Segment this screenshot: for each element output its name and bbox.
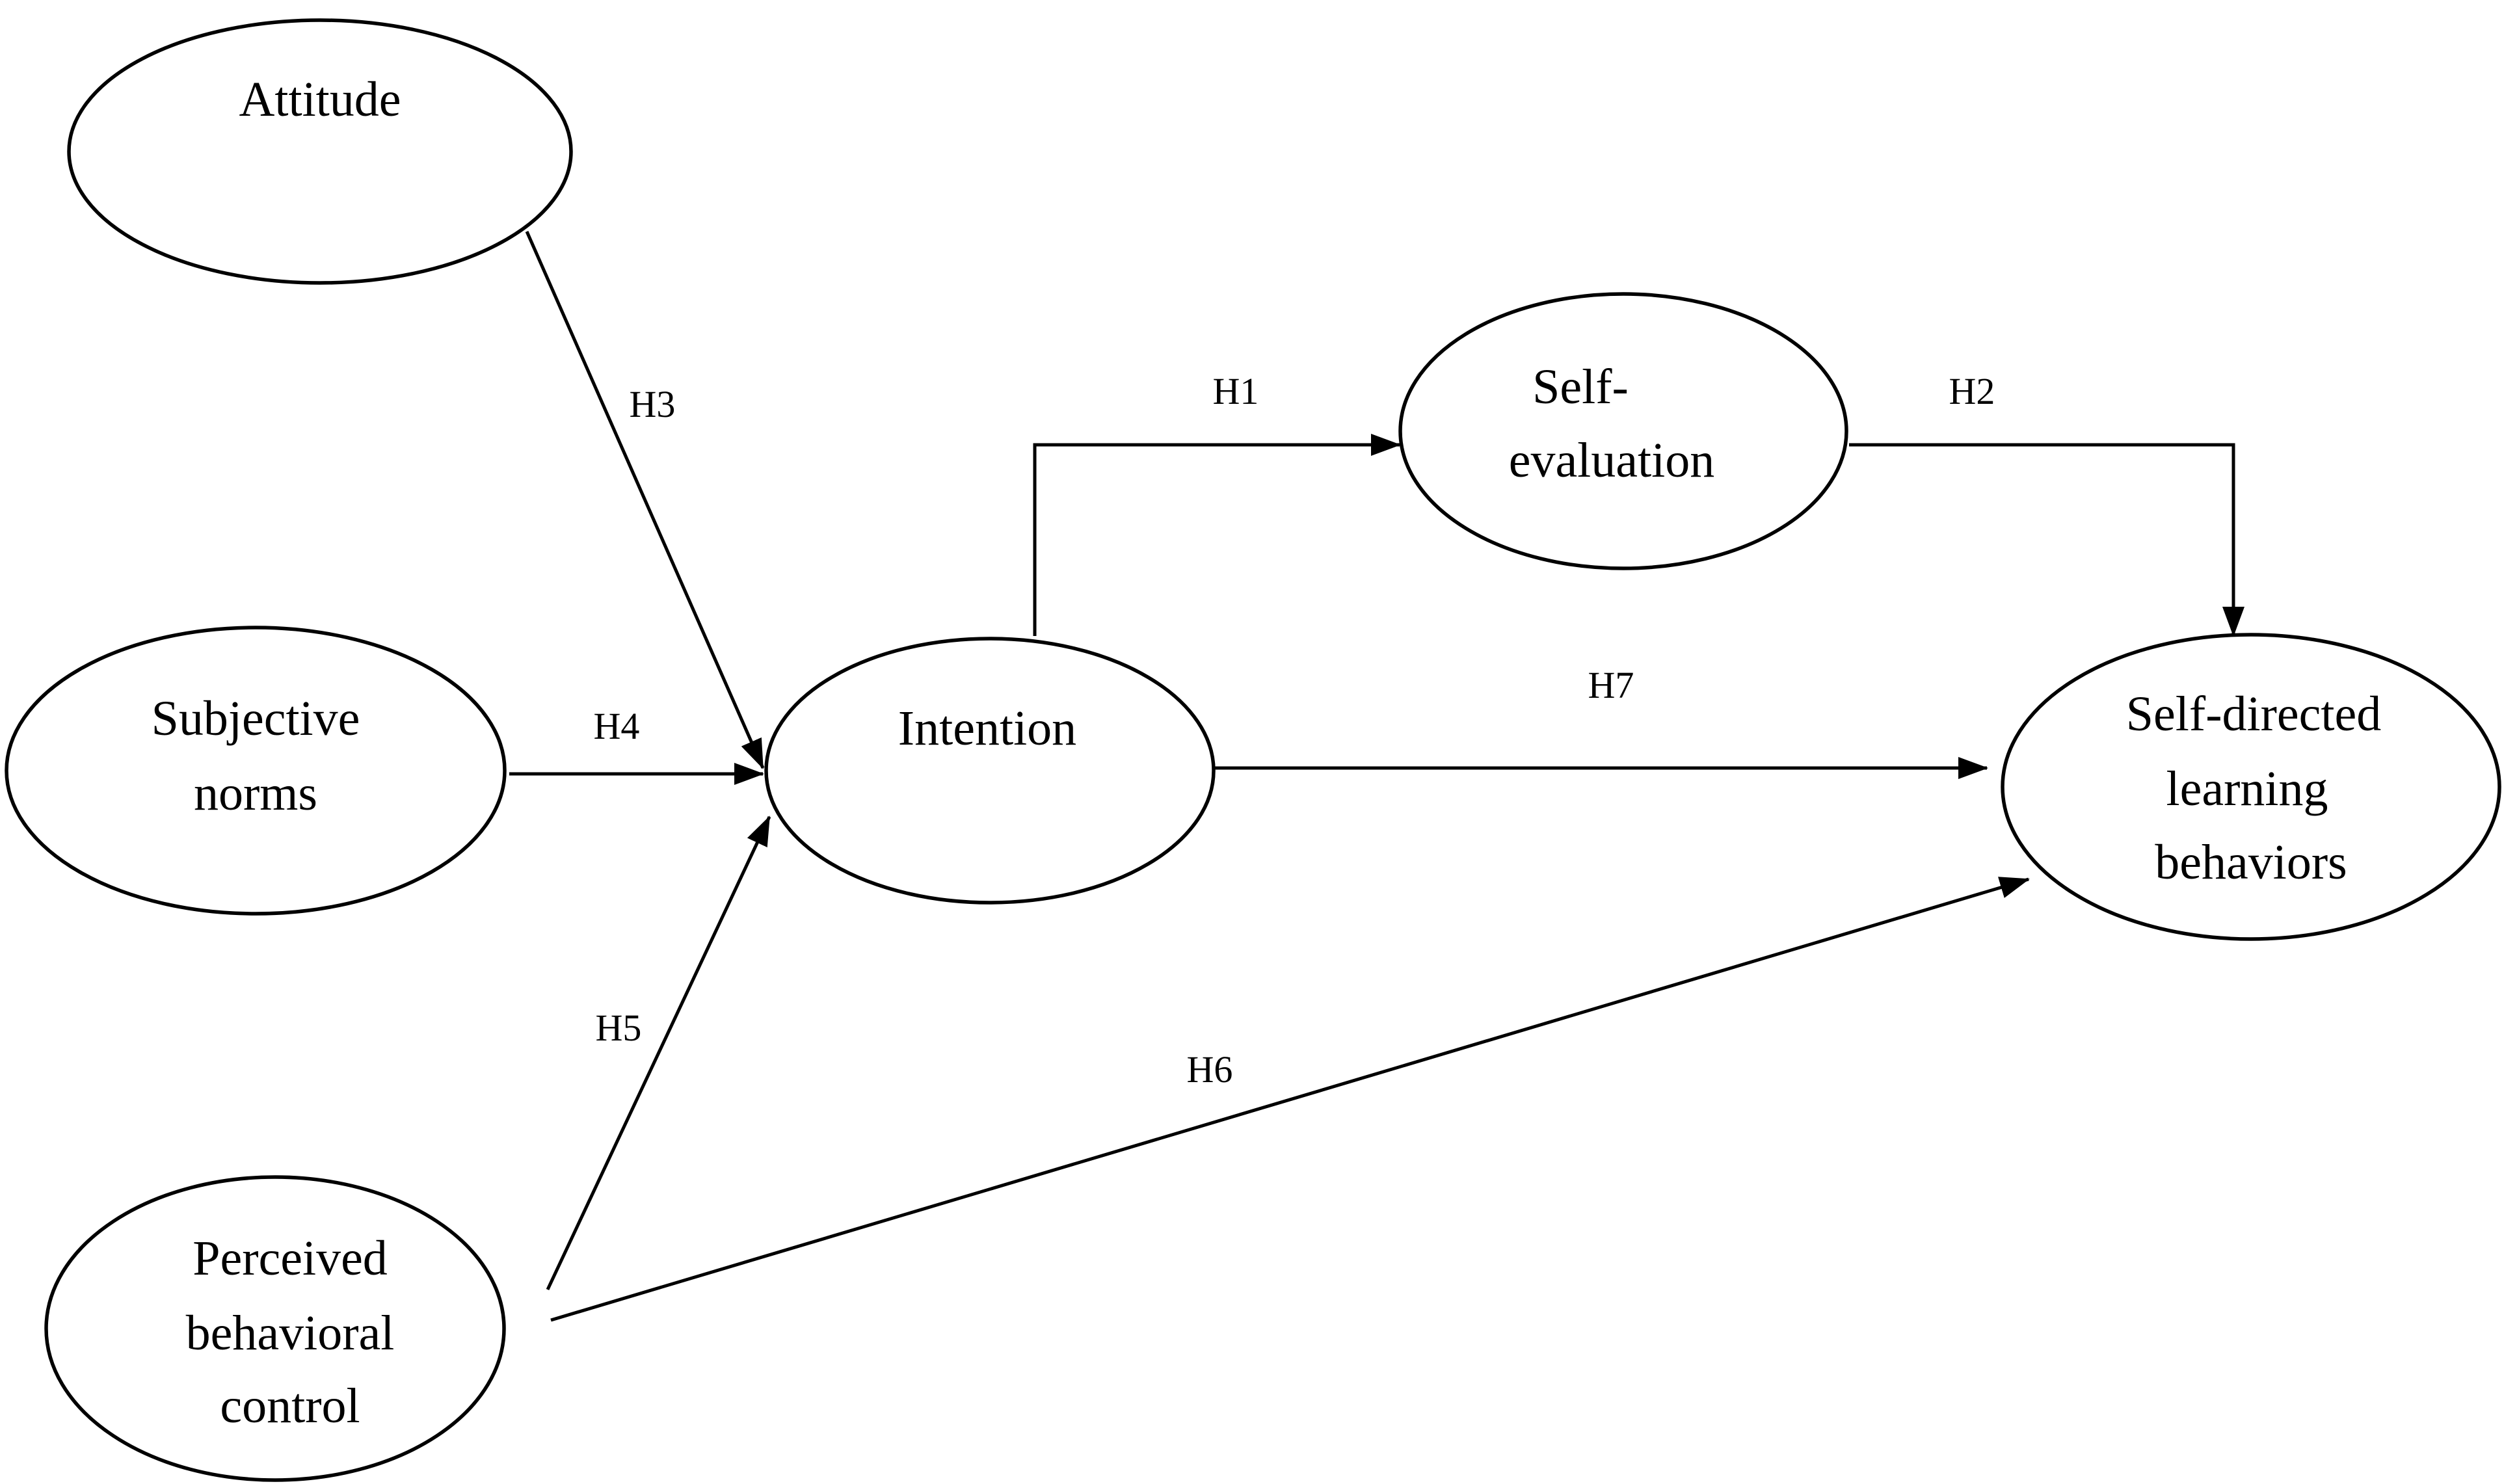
node-intention-shape [764, 637, 1216, 905]
edges [509, 230, 2244, 1322]
edge-label-h3: H3 [630, 383, 676, 425]
edge-label-h7: H7 [1588, 664, 1634, 706]
node-perceived-behavioral-control: Perceived behavioral control [44, 1175, 506, 1482]
node-perceived-behavioral-control-label: behavioral [186, 1306, 395, 1360]
edge-h2-arrow [1849, 443, 2244, 637]
node-attitude: Attitude [67, 18, 573, 285]
node-attitude-label: Attitude [239, 72, 401, 127]
edge-labels: H1 H2 H3 H4 H5 H6 H7 [594, 370, 1995, 1091]
node-attitude-shape [67, 18, 573, 285]
node-self-evaluation-label: Self- [1532, 360, 1629, 414]
node-self-directed-learning-behaviors-label: behaviors [2155, 835, 2347, 890]
node-self-directed-learning-behaviors-label: Self-directed [2126, 687, 2381, 741]
edge-label-h6: H6 [1187, 1048, 1233, 1091]
node-subjective-norms: Subjective norms [5, 626, 507, 916]
edge-label-h1: H1 [1213, 370, 1259, 412]
node-self-directed-learning-behaviors-label: learning [2166, 762, 2328, 816]
node-self-directed-learning-behaviors-shape [2001, 633, 2501, 941]
node-subjective-norms-label: Subjective [152, 691, 360, 746]
node-perceived-behavioral-control-shape [44, 1175, 506, 1482]
node-self-evaluation-shape [1398, 292, 1848, 570]
node-self-directed-learning-behaviors: Self-directed learning behaviors [2001, 633, 2501, 941]
node-subjective-norms-label: norms [194, 766, 317, 821]
edge-label-h2: H2 [1949, 370, 1995, 412]
edge-label-h5: H5 [596, 1007, 642, 1049]
node-subjective-norms-shape [5, 626, 507, 916]
node-self-evaluation-label: evaluation [1509, 433, 1715, 488]
node-perceived-behavioral-control-label: Perceived [193, 1231, 388, 1286]
node-intention: Intention [764, 637, 1216, 905]
edge-h1-arrow [1033, 434, 1401, 636]
edge-label-h4: H4 [594, 705, 640, 747]
node-self-evaluation: Self- evaluation [1398, 292, 1848, 570]
edge-h6-arrow [550, 877, 2030, 1322]
node-intention-label: Intention [898, 701, 1076, 756]
edge-h3-arrow [525, 230, 765, 769]
node-perceived-behavioral-control-label: control [220, 1379, 360, 1433]
edge-h5-arrow [546, 815, 771, 1291]
